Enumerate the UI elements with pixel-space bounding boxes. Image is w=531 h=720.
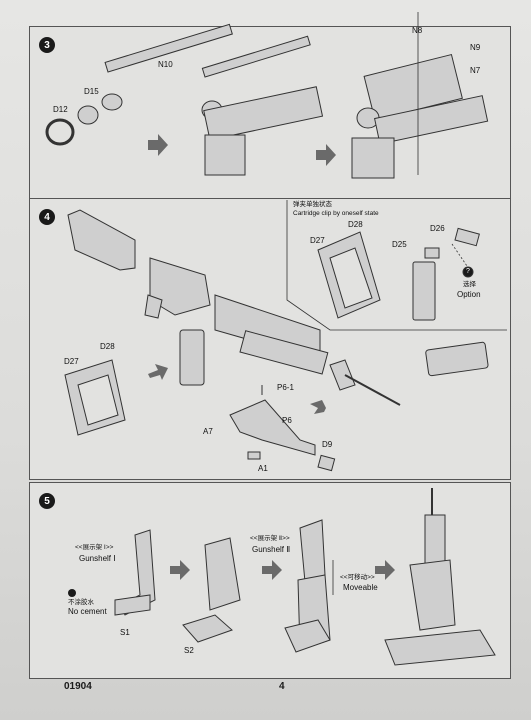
step-5-arrows (170, 560, 395, 580)
step-3-arrows (148, 134, 336, 166)
part-label-d28-inset: D28 (348, 220, 363, 229)
part-label-n8: N8 (412, 26, 423, 35)
part-label-n7: N7 (470, 66, 481, 75)
inset-title-cn: 弹夹单独状态 (293, 201, 332, 208)
option-mark: ? (466, 268, 470, 275)
part-label-p6-1: P6-1 (277, 383, 294, 392)
step-4-badge: 4 (39, 209, 55, 225)
part-label-d26: D26 (430, 224, 445, 233)
part-label-d25: D25 (392, 240, 407, 249)
option-label-cn: 选择 (463, 281, 476, 288)
part-label-s1: S1 (120, 628, 130, 637)
gunshelf-1-en: Gunshelf Ⅰ (79, 554, 116, 563)
moveable-en: Moveable (343, 583, 378, 592)
part-label-a1: A1 (258, 464, 268, 473)
part-label-d15: D15 (84, 87, 99, 96)
part-label-a7: A7 (203, 427, 213, 436)
inset-title-en: Cartridge clip by oneself state (293, 210, 379, 217)
gunshelf-2-en: Gunshelf Ⅱ (252, 545, 291, 554)
moveable-cn: <<可移动>> (340, 574, 375, 581)
no-cement-en: No cement (68, 607, 107, 616)
part-label-d27-inset: D27 (310, 236, 325, 245)
part-label-d27: D27 (64, 357, 79, 366)
step-5-badge: 5 (39, 493, 55, 509)
step-3-badge: 3 (39, 37, 55, 53)
page-number: 4 (279, 681, 285, 692)
gunshelf-2-cn: <<展示架 Ⅱ>> (250, 535, 290, 542)
part-label-d9: D9 (322, 440, 333, 449)
gunshelf-1-cn: <<展示架 Ⅰ>> (75, 544, 114, 551)
step-4-arrows (148, 364, 326, 414)
part-label-d28: D28 (100, 342, 115, 351)
part-label-n9: N9 (470, 43, 481, 52)
part-label-d12: D12 (53, 105, 68, 114)
part-label-n10: N10 (158, 60, 173, 69)
part-label-s2: S2 (184, 646, 194, 655)
product-code: 01904 (64, 681, 92, 692)
no-cement-cn: 不涂胶水 (68, 599, 94, 606)
part-label-p6: P6 (282, 416, 292, 425)
option-label-en: Option (457, 290, 481, 299)
